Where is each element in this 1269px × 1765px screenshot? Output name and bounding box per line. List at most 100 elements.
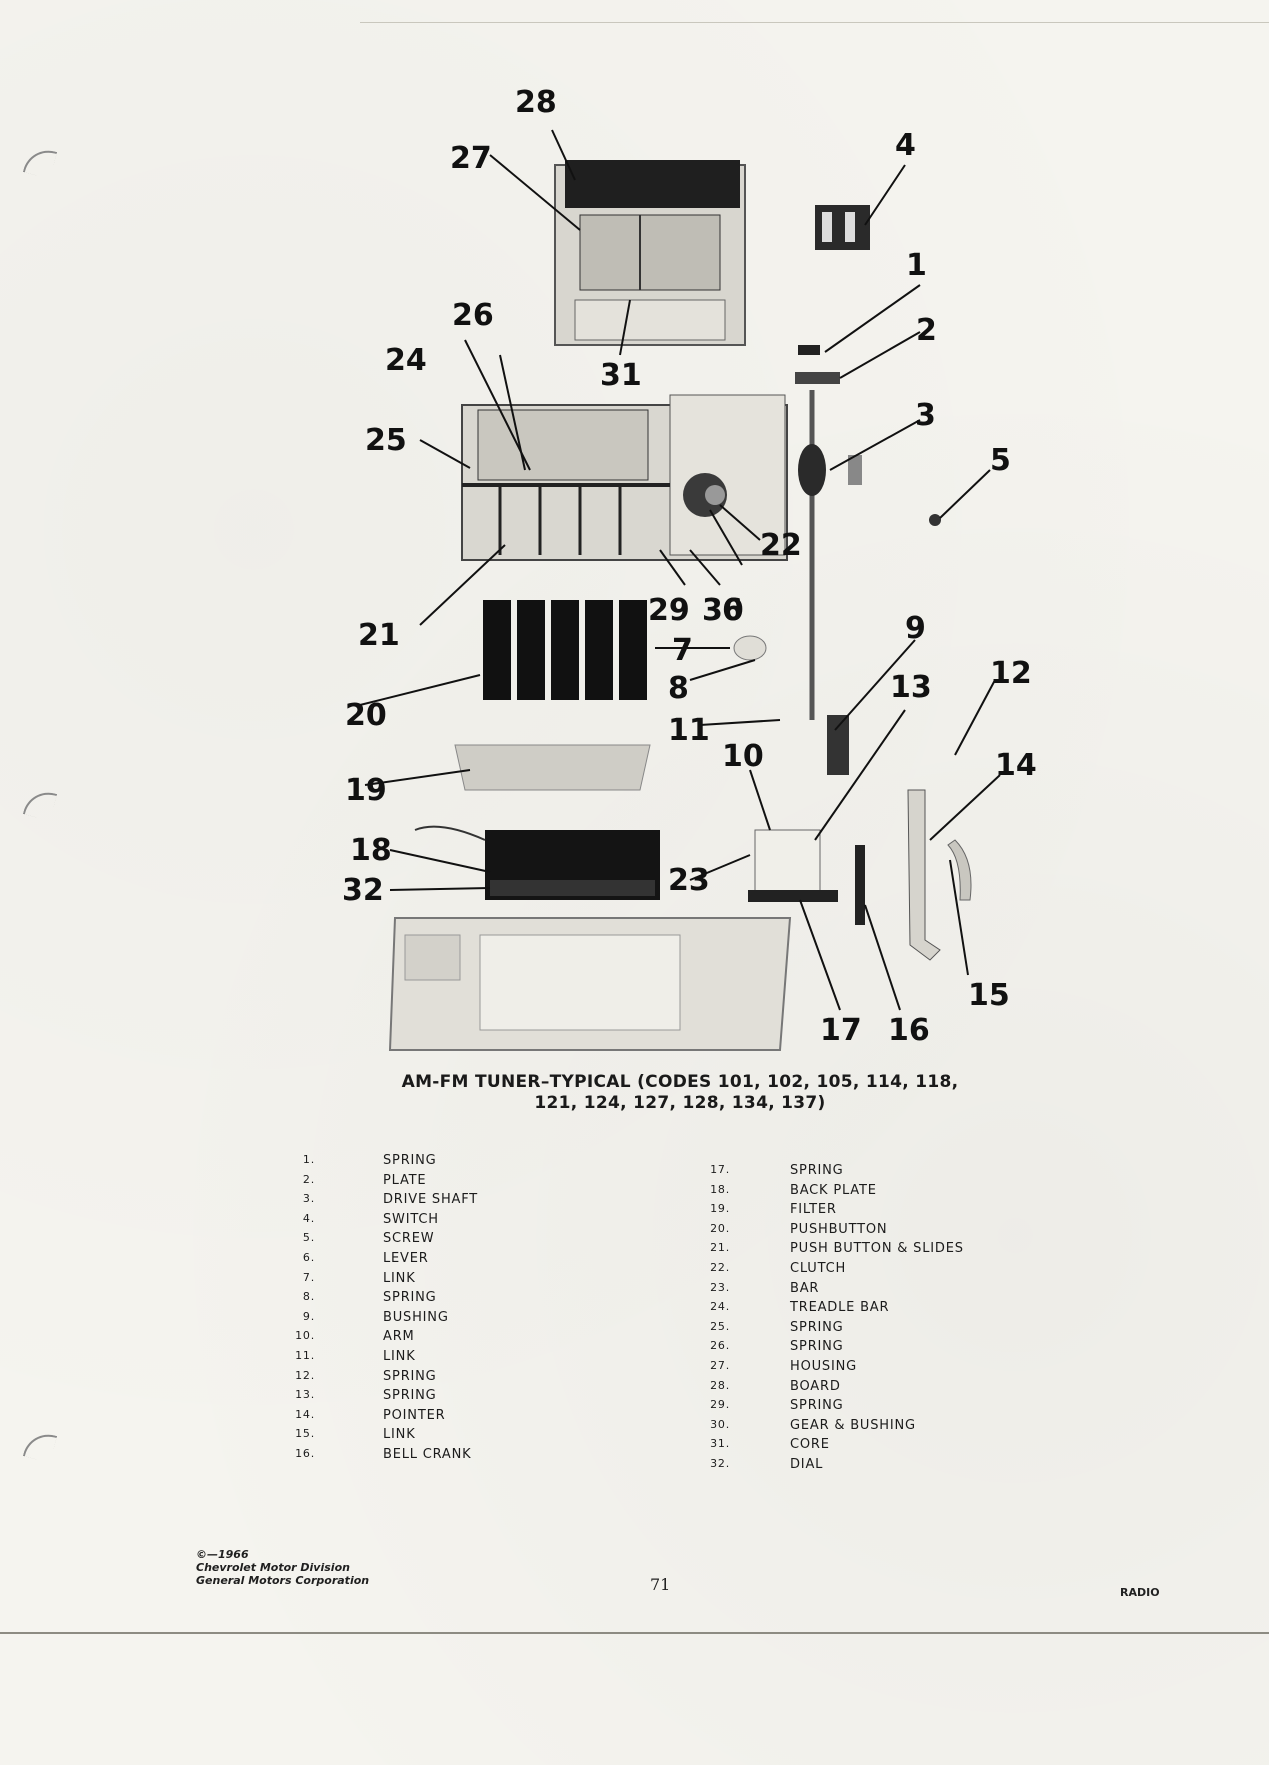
legend-item-name: BAR bbox=[790, 1280, 820, 1296]
callout-32: 32 bbox=[342, 873, 384, 908]
division-name: Chevrolet Motor Division bbox=[196, 1561, 350, 1574]
legend-item-name: SPRING bbox=[383, 1153, 437, 1168]
legend-item-number: 27. bbox=[710, 1359, 730, 1372]
legend-item-number: 16. bbox=[295, 1447, 315, 1460]
legend-item-number: 21. bbox=[710, 1241, 730, 1255]
callout-4: 4 bbox=[895, 128, 916, 163]
callout-21: 21 bbox=[358, 618, 400, 653]
callout-18: 18 bbox=[350, 833, 392, 868]
legend-item-number: 29. bbox=[710, 1398, 730, 1412]
legend-item-number: 10. bbox=[295, 1329, 315, 1343]
callout-13: 13 bbox=[890, 670, 932, 705]
legend-item-name: CLUTCH bbox=[790, 1261, 847, 1276]
callout-3: 3 bbox=[915, 398, 936, 433]
legend-item-number: 13. bbox=[295, 1388, 315, 1402]
legend-item-name: SPRING bbox=[383, 1388, 437, 1404]
legend-item-number: 20. bbox=[710, 1221, 730, 1235]
legend-item-name: SPRING bbox=[790, 1339, 844, 1355]
drive-shaft-part bbox=[798, 390, 862, 720]
legend-item-name: SCREW bbox=[383, 1231, 435, 1247]
bell-crank-part bbox=[855, 845, 865, 925]
legend-item-name: POINTER bbox=[383, 1407, 446, 1423]
corporation-name: General Motors Corporation bbox=[196, 1574, 370, 1587]
legend-item-name: CORE bbox=[790, 1437, 830, 1453]
legend-item-number: 25. bbox=[710, 1319, 730, 1333]
legend-item-number: 30. bbox=[710, 1417, 730, 1431]
legend-item-number: 2. bbox=[302, 1172, 315, 1186]
bar-part bbox=[754, 829, 821, 901]
callout-20: 20 bbox=[345, 698, 387, 733]
legend-item-number: 17. bbox=[710, 1163, 730, 1176]
legend-item-name: SPRING bbox=[383, 1368, 437, 1384]
callout-7: 7 bbox=[672, 633, 693, 668]
copyright-block: ©—1966 Chevrolet Motor Division General … bbox=[196, 1548, 369, 1587]
bushing-part bbox=[827, 715, 849, 775]
callout-11: 11 bbox=[668, 713, 710, 748]
legend-item-number: 8. bbox=[302, 1290, 315, 1304]
legend-item-name: BACK PLATE bbox=[790, 1182, 877, 1198]
legend-item-number: 18. bbox=[710, 1182, 730, 1196]
callout-6: 6 bbox=[722, 593, 743, 628]
legend-item-number: 9. bbox=[302, 1309, 315, 1323]
callout-27: 27 bbox=[450, 141, 492, 176]
caption-line-1: AM-FM TUNER–TYPICAL (CODES 101, 102, 105… bbox=[401, 1072, 959, 1092]
legend-item-name: SPRING bbox=[790, 1319, 844, 1335]
legend-item-name: LINK bbox=[383, 1427, 416, 1443]
legend-item-name: TREADLE BAR bbox=[790, 1300, 890, 1316]
callout-19: 19 bbox=[345, 773, 387, 808]
legend-item-name: GEAR & BUSHING bbox=[790, 1417, 916, 1433]
pushbuttons-part bbox=[483, 600, 647, 700]
legend-item-number: 5. bbox=[302, 1231, 315, 1245]
legend-item-name: SWITCH bbox=[383, 1211, 439, 1227]
link-7-part bbox=[733, 635, 767, 661]
legend-item-name: LINK bbox=[383, 1349, 416, 1364]
legend-item-number: 26. bbox=[710, 1339, 730, 1353]
callout-25: 25 bbox=[365, 423, 407, 458]
legend-item-number: 4. bbox=[302, 1211, 315, 1225]
legend-item-name: BUSHING bbox=[383, 1309, 449, 1325]
callout-15: 15 bbox=[968, 978, 1010, 1013]
legend-item-number: 6. bbox=[302, 1251, 315, 1264]
legend-item-name: SPRING bbox=[790, 1163, 844, 1178]
legend-item-number: 31. bbox=[710, 1437, 730, 1451]
spring-part bbox=[798, 345, 820, 355]
legend-item-number: 11. bbox=[295, 1349, 315, 1362]
legend-item-number: 32. bbox=[710, 1457, 730, 1470]
leader-lines bbox=[359, 129, 1001, 1011]
legend-item-name: ARM bbox=[383, 1329, 415, 1345]
legend-item-name: BELL CRANK bbox=[383, 1447, 472, 1462]
bottom-rule bbox=[0, 1632, 1269, 1634]
legend-item-name: DRIVE SHAFT bbox=[383, 1192, 479, 1208]
legend-item-name: PUSHBUTTON bbox=[790, 1221, 888, 1237]
filter-part bbox=[454, 744, 651, 791]
page-number: 71 bbox=[650, 1575, 671, 1594]
link-15-part bbox=[947, 839, 972, 901]
legend-item-number: 3. bbox=[302, 1192, 315, 1206]
switch-part bbox=[815, 205, 870, 250]
figure-caption: AM-FM TUNER–TYPICAL (CODES 101, 102, 105… bbox=[380, 1072, 980, 1114]
callout-30: 30 bbox=[702, 593, 744, 628]
legend-item-name: BOARD bbox=[790, 1378, 841, 1394]
callout-26: 26 bbox=[452, 298, 494, 333]
dial-assembly bbox=[414, 825, 660, 900]
legend-item-name: LINK bbox=[383, 1270, 416, 1286]
legend-item-number: 1. bbox=[302, 1153, 315, 1166]
caption-line-2: 121, 124, 127, 128, 134, 137) bbox=[534, 1093, 826, 1113]
binder-hole bbox=[22, 1428, 58, 1464]
callout-12: 12 bbox=[990, 656, 1032, 691]
legend-item-number: 15. bbox=[295, 1427, 315, 1441]
callout-9: 9 bbox=[905, 611, 926, 646]
callout-8: 8 bbox=[668, 671, 689, 706]
plate-part bbox=[795, 372, 840, 384]
callout-17: 17 bbox=[820, 1013, 862, 1048]
legend-item-number: 22. bbox=[710, 1261, 730, 1274]
legend-item-number: 28. bbox=[710, 1378, 730, 1392]
legend-item-name: HOUSING bbox=[790, 1359, 858, 1374]
callout-31: 31 bbox=[600, 358, 642, 393]
callout-1: 1 bbox=[906, 248, 927, 283]
legend-item-number: 24. bbox=[710, 1300, 730, 1314]
callout-16: 16 bbox=[888, 1013, 930, 1048]
callout-28: 28 bbox=[515, 85, 557, 120]
